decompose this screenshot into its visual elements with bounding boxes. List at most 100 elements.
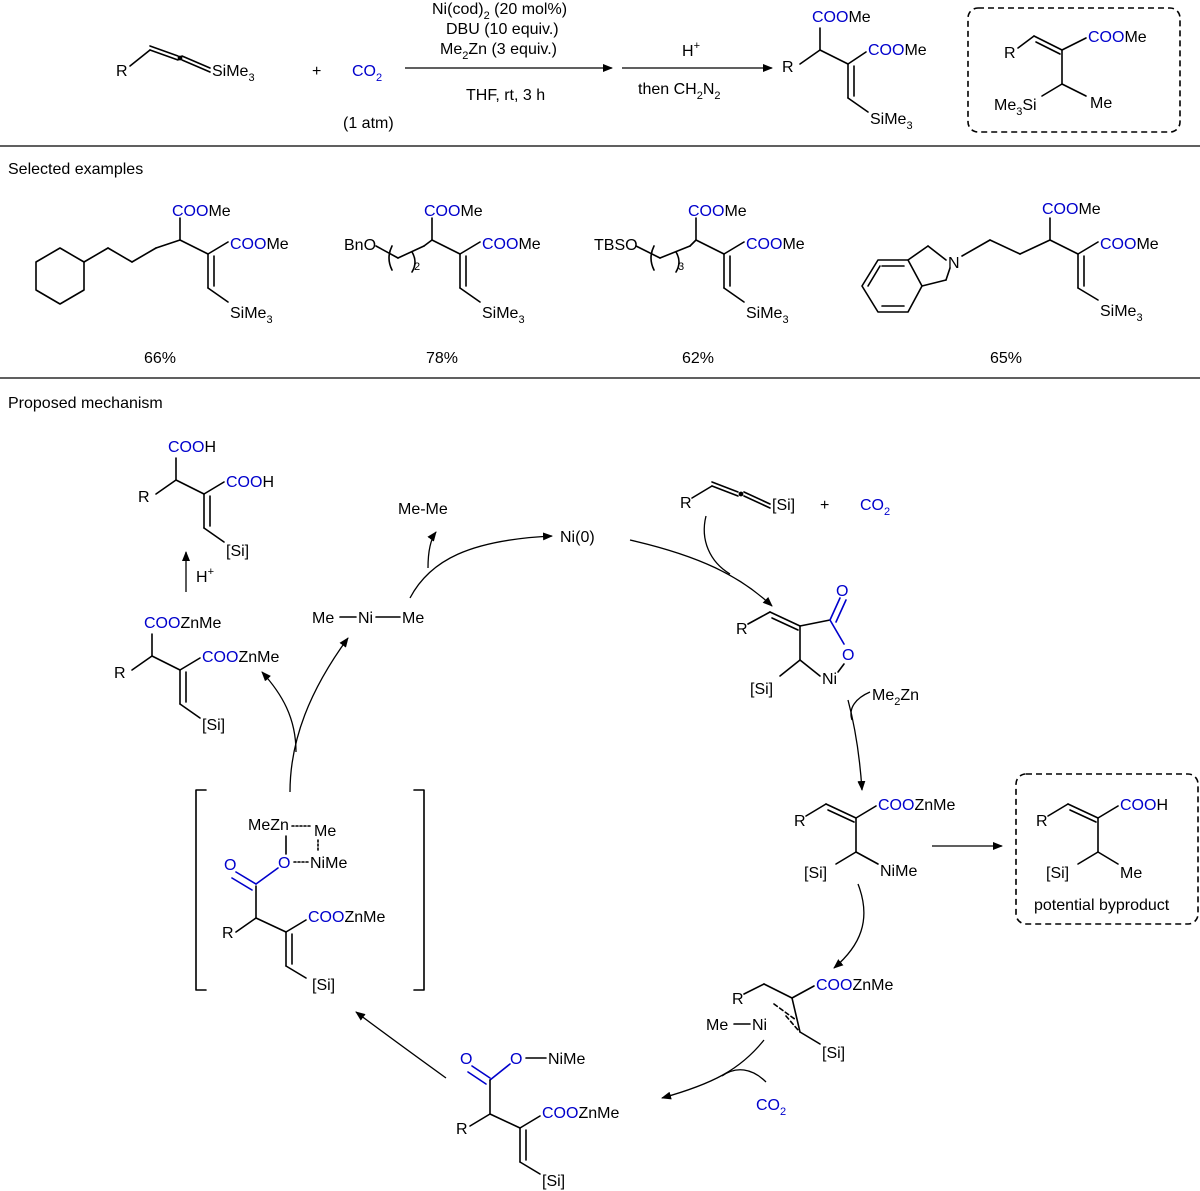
- example-1-ester-2: COOMe: [230, 236, 289, 253]
- allyl-r: R: [732, 991, 744, 1008]
- allene-substrate: R [Si] + CO2: [680, 481, 890, 518]
- example-1-sime3: SiMe3: [230, 305, 273, 326]
- example-1: COOMe COOMe SiMe3 66%: [35, 203, 289, 367]
- nickel-carboxylate: O O NiMe R COOZnMe [Si]: [456, 1051, 619, 1190]
- scheme-row: R SiMe3 + CO2 (1 atm) Ni(cod)2 (20 mol%)…: [116, 1, 1181, 133]
- example-2-sime3: SiMe3: [482, 305, 525, 326]
- boxed-ester: COOMe: [1088, 29, 1147, 46]
- condition-diazomethane: then CH2N2: [638, 81, 721, 102]
- arrow-to-ts: [355, 1011, 447, 1079]
- product-ester-2: COOMe: [868, 42, 927, 59]
- four-membered-ts: MeZn Me O O NiMe R COOZnMe [Si]: [195, 789, 425, 994]
- allene-reactant: R SiMe3: [116, 45, 255, 84]
- example-2-yield: 78%: [426, 350, 458, 367]
- allyl-ni: Ni: [752, 1017, 767, 1034]
- arrow-allyl: [833, 883, 865, 969]
- meme-label: Me-Me: [398, 501, 448, 518]
- product-r-label: R: [782, 59, 794, 76]
- byproduct-cooh: COOH: [1120, 797, 1168, 814]
- inter-r: R: [794, 813, 806, 830]
- product-ester-1: COOMe: [812, 9, 871, 26]
- inter-nime: NiMe: [880, 863, 917, 880]
- ts-mezn: MeZn: [248, 817, 289, 834]
- carbox-si: [Si]: [542, 1173, 565, 1190]
- diacid-product: COOH R COOH [Si]: [138, 439, 274, 560]
- byproduct-si: [Si]: [1046, 865, 1069, 882]
- allene-si: [Si]: [772, 497, 795, 514]
- arrow-me2zn-in: [850, 691, 871, 721]
- example-3: TBSO 3 COOMe COOMe SiMe3 62%: [594, 203, 805, 367]
- lactone-o-ring: O: [842, 647, 854, 664]
- condition-acid: H+: [682, 40, 700, 60]
- example-4-ester-2: COOMe: [1100, 236, 1159, 253]
- arrow-reductive-elimination: [409, 532, 553, 599]
- example-4: N COOMe COOMe SiMe3 65%: [861, 201, 1159, 367]
- condition-dbu: DBU (10 equiv.): [446, 21, 559, 38]
- nickelalactone: R O O [Si] Ni Me2Zn: [736, 583, 919, 708]
- examples-heading: Selected examples: [8, 161, 143, 178]
- inter-ester: COOZnMe: [878, 797, 955, 814]
- allene-plus: +: [820, 497, 829, 514]
- carbox-o-carbonyl: O: [460, 1051, 472, 1068]
- nime-intermediate: R COOZnMe [Si] NiMe: [794, 797, 955, 882]
- arrow-oxidative-cyclization: [629, 539, 773, 607]
- arrow-co2-insertion: [661, 1039, 765, 1100]
- co2-reactant: CO2: [352, 63, 382, 84]
- example-2-n: 2: [414, 261, 420, 273]
- lactone-r: R: [736, 621, 748, 638]
- condition-nicod: Ni(cod)2 (20 mol%): [432, 1, 567, 22]
- boxed-isomer: R COOMe Me3Si Me: [994, 29, 1147, 118]
- byproduct-label: potential byproduct: [1034, 897, 1170, 914]
- example-3-sime3: SiMe3: [746, 305, 789, 326]
- co2-pressure: (1 atm): [343, 115, 394, 132]
- dimethylnickel: Me Ni Me: [312, 610, 424, 627]
- allyl-me: Me: [706, 1017, 728, 1034]
- allene-r: R: [680, 495, 692, 512]
- condition-me2zn: Me2Zn (3 equiv.): [440, 41, 557, 62]
- example-2-ester-2: COOMe: [482, 236, 541, 253]
- example-4-sime3: SiMe3: [1100, 303, 1143, 324]
- arrow-co2-in: [721, 1069, 767, 1083]
- boxed-r-label: R: [1004, 45, 1016, 62]
- example-3-tbso: TBSO: [594, 237, 638, 254]
- ts-o-carbonyl: O: [224, 857, 236, 874]
- allyl-ester: COOZnMe: [816, 977, 893, 994]
- example-4-n: N: [948, 255, 960, 272]
- carbox-r: R: [456, 1121, 468, 1138]
- byproduct-r: R: [1036, 813, 1048, 830]
- acid-r: R: [138, 489, 150, 506]
- byproduct: R COOH [Si] Me potential byproduct: [1034, 797, 1170, 914]
- znester-2: COOZnMe: [202, 649, 279, 666]
- arrow-meme-release: [427, 531, 437, 569]
- ts-ester: COOZnMe: [308, 909, 385, 926]
- lactone-o-carbonyl: O: [836, 583, 848, 600]
- acid-cooh-2: COOH: [226, 474, 274, 491]
- ts-o-ester: O: [278, 855, 290, 872]
- ts-si: [Si]: [312, 977, 335, 994]
- example-1-yield: 66%: [144, 350, 176, 367]
- allyl-si: [Si]: [822, 1045, 845, 1062]
- bracket-right: [413, 789, 425, 991]
- byproduct-me: Me: [1120, 865, 1142, 882]
- arrow-allene-in: [703, 515, 731, 575]
- example-3-ester-2: COOMe: [746, 236, 805, 253]
- mechanism-heading: Proposed mechanism: [8, 395, 163, 412]
- allyl-nickel: R COOZnMe Me Ni [Si]: [706, 977, 893, 1062]
- ts-r: R: [222, 925, 234, 942]
- inter-si: [Si]: [804, 865, 827, 882]
- example-3-yield: 62%: [682, 350, 714, 367]
- example-2-ester-1: COOMe: [424, 203, 483, 220]
- nime2-ni: Ni: [358, 610, 373, 627]
- zinc-diester: COOZnMe R COOZnMe [Si]: [114, 615, 279, 734]
- acid-si: [Si]: [226, 543, 249, 560]
- znester-1: COOZnMe: [144, 615, 221, 632]
- reactant-sime3-label: SiMe3: [212, 63, 255, 84]
- product-sime3-label: SiMe3: [870, 111, 913, 132]
- example-3-n: 3: [678, 261, 684, 273]
- znester-si: [Si]: [202, 717, 225, 734]
- ni0-label: Ni(0): [560, 529, 595, 546]
- ts-nime: NiMe: [310, 855, 347, 872]
- acid-cooh-1: COOH: [168, 439, 216, 456]
- nime2-left: Me: [312, 610, 334, 627]
